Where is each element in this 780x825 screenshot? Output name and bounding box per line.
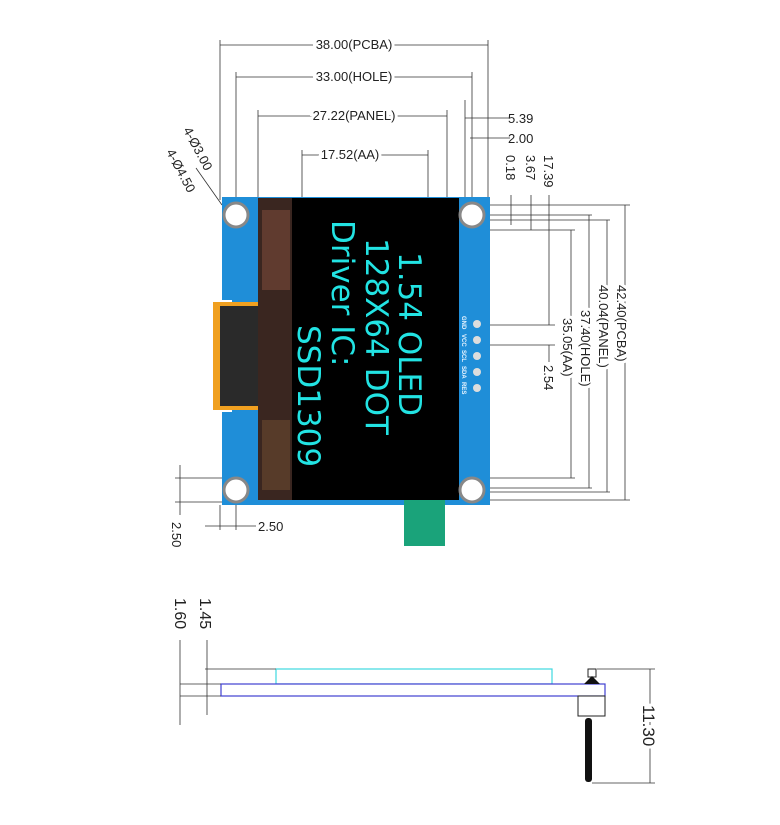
pin-label-vcc: VCC <box>460 334 466 347</box>
display-line-2: 128X64 DOT <box>358 238 394 436</box>
pin-pad <box>473 368 481 376</box>
dim-3-67: 3.67 <box>523 155 538 180</box>
pin-label-res: RES <box>460 382 466 394</box>
dim-pcba-height: 42.40(PCBA) <box>614 285 629 362</box>
dim-panel-thickness: 1.45 <box>196 598 213 629</box>
dim-hole-height: 37.40(HOLE) <box>578 310 593 387</box>
dim-2-00: 2.00 <box>508 131 533 146</box>
dim-panel-width: 27.22(PANEL) <box>313 108 396 123</box>
display-line-4: SSD1309 <box>290 325 326 467</box>
green-connector-tab <box>404 500 445 546</box>
dim-aa-width: 17.52(AA) <box>321 147 380 162</box>
side-pcb <box>220 683 606 697</box>
header-pins <box>473 320 481 392</box>
pin-pad <box>473 336 481 344</box>
display-line-3: Driver IC: <box>324 220 360 366</box>
pin-pad <box>473 384 481 392</box>
oled-module-front: GND VCC SCL SDA RES <box>213 197 490 546</box>
mounting-hole <box>458 201 486 229</box>
pin-label-scl: SCL <box>460 350 466 362</box>
header-plastic <box>577 695 606 717</box>
dim-17-39: 17.39 <box>541 155 556 188</box>
header-pin-top <box>587 668 597 678</box>
mounting-hole <box>222 476 250 504</box>
pin-label-sda: SDA <box>460 366 466 379</box>
pin-pad <box>473 320 481 328</box>
dim-hole-width: 33.00(HOLE) <box>316 69 393 84</box>
dim-total-height: 11.30 <box>639 705 658 746</box>
mounting-hole <box>222 201 250 229</box>
top-dimension-lines <box>219 40 630 326</box>
dim-5-39: 5.39 <box>508 111 533 126</box>
mounting-holes <box>222 201 486 504</box>
mounting-hole <box>458 476 486 504</box>
dim-0-18: 0.18 <box>503 155 518 180</box>
dim-pcb-thickness: 1.60 <box>171 598 188 629</box>
dim-panel-height: 40.04(PANEL) <box>596 285 611 368</box>
dim-v-offset: 2.50 <box>169 522 184 547</box>
pin-pad <box>473 352 481 360</box>
pin-label-gnd: GND <box>460 316 466 330</box>
oled-screen <box>292 198 459 500</box>
dim-aa-height: 35.05(AA) <box>560 318 575 377</box>
dim-pin-pitch: 2.54 <box>541 365 556 390</box>
display-line-1: 1.54 OLED <box>391 252 427 416</box>
dim-pcba-width: 38.00(PCBA) <box>316 37 393 52</box>
header-pin-bottom <box>585 718 592 782</box>
side-view <box>179 640 655 784</box>
side-panel <box>275 668 553 685</box>
right-dimension-lines <box>490 205 630 501</box>
dim-h-offset: 2.50 <box>258 519 283 534</box>
